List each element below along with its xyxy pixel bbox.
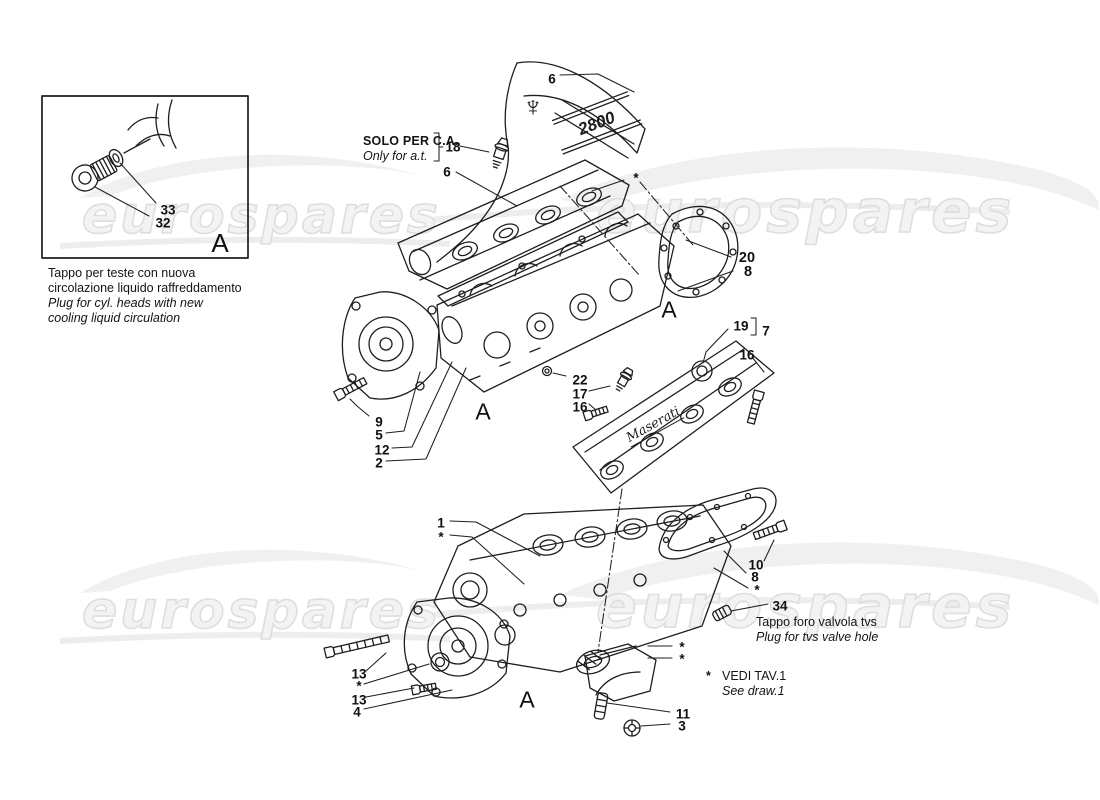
inset-detail-box: [41, 95, 249, 259]
callout-12: 12: [374, 442, 390, 458]
note-tvs-plug-en: Plug for tvs valve hole: [756, 630, 879, 644]
inset-plug-drawing: [71, 99, 177, 192]
note-solo-per-ca-it: SOLO PER C.A.: [363, 134, 459, 148]
note-vedi-tav: * VEDI TAV.1 See draw.1: [706, 669, 786, 699]
callout-6-top: 6: [548, 71, 556, 87]
callout-star-13: *: [356, 678, 362, 694]
callout-star-mid-1: *: [679, 639, 685, 655]
note-vedi-tav-it: VEDI TAV.1: [722, 669, 787, 683]
callout-13-a: 13: [351, 666, 367, 682]
callout-34: 34: [772, 598, 788, 614]
seal-grommet: [430, 652, 450, 672]
front-cover-upper: [341, 291, 440, 400]
callout-1: 1: [437, 515, 445, 531]
note-vedi-tav-en: See draw.1: [722, 684, 785, 698]
callout-8-bottom: 8: [751, 569, 759, 585]
callout-11: 11: [675, 706, 691, 722]
tvs-plug-34: [712, 604, 732, 622]
leader-lines: [349, 73, 775, 727]
chain-cover-gasket: [658, 205, 739, 298]
left-cam-cover: [397, 159, 630, 290]
callout-6-left: 6: [443, 164, 451, 180]
callout-3: 3: [678, 718, 686, 734]
section-letter-inset: A: [211, 228, 229, 258]
note-tvs-plug-it: Tappo foro valvola tvs: [756, 615, 877, 629]
watermark-text: eurospares: [81, 581, 441, 641]
callout-32: 32: [155, 215, 171, 231]
cam-cover-gasket-rail: [437, 211, 629, 307]
part-3-cap: [623, 719, 641, 737]
callout-5: 5: [375, 427, 383, 443]
inset-caption-en-1: Plug for cyl. heads with new: [48, 296, 203, 310]
callout-20: 20: [738, 250, 756, 266]
callout-13-b: 13: [351, 692, 367, 708]
inset-caption-it-1: Tappo per teste con nuova: [48, 266, 196, 280]
callout-10: 10: [748, 557, 764, 573]
callout-18: 18: [445, 139, 461, 155]
callout-16-right: 16: [739, 347, 755, 363]
callout-33: 33: [160, 202, 176, 218]
note-solo-per-ca: SOLO PER C.A. Only for a.t.: [363, 134, 459, 164]
callout-8-top: 8: [743, 264, 753, 280]
lower-cam-cover-gasket: [658, 487, 777, 560]
callout-star-8: *: [754, 582, 760, 598]
callout-star-1: *: [438, 529, 444, 545]
tvs-valve-housing: [584, 643, 657, 737]
front-cover-lower: [403, 597, 511, 699]
callout-star-mid-2: *: [679, 651, 685, 667]
section-letter-lower: A: [519, 686, 535, 713]
vedi-star-marker: *: [706, 669, 711, 683]
callout-star-top: *: [633, 170, 639, 186]
section-letter-upper: A: [661, 296, 677, 323]
note-tvs-plug: Tappo foro valvola tvs Plug for tvs valv…: [756, 615, 878, 645]
note-solo-per-ca-en: Only for a.t.: [363, 149, 428, 163]
sensor-17: [615, 366, 634, 392]
inset-caption: Tappo per teste con nuova circolazione l…: [48, 266, 242, 326]
callout-17: 17: [572, 386, 588, 402]
sensor-18: [492, 137, 510, 169]
watermark-text: eurospares: [595, 572, 1016, 642]
washer-22: [541, 365, 553, 377]
callout-19: 19: [733, 318, 749, 334]
callout-9: 9: [375, 414, 383, 430]
lower-cylinder-head: [433, 504, 732, 675]
callout-16-mid: 16: [572, 399, 588, 415]
callout-4: 4: [353, 704, 361, 720]
watermark-text: eurospares: [81, 186, 441, 246]
callout-7: 7: [762, 323, 770, 339]
inset-caption-en-2: cooling liquid circulation: [48, 311, 181, 325]
section-letter-mid: A: [475, 398, 491, 425]
callout-22: 22: [572, 372, 588, 388]
inset-caption-it-2: circolazione liquido raffreddamento: [48, 281, 242, 295]
callout-2: 2: [375, 455, 383, 471]
upper-cylinder-head: [436, 213, 675, 393]
trident-logo-icon: ♆: [523, 91, 544, 122]
part-11-cylinder: [593, 692, 609, 720]
